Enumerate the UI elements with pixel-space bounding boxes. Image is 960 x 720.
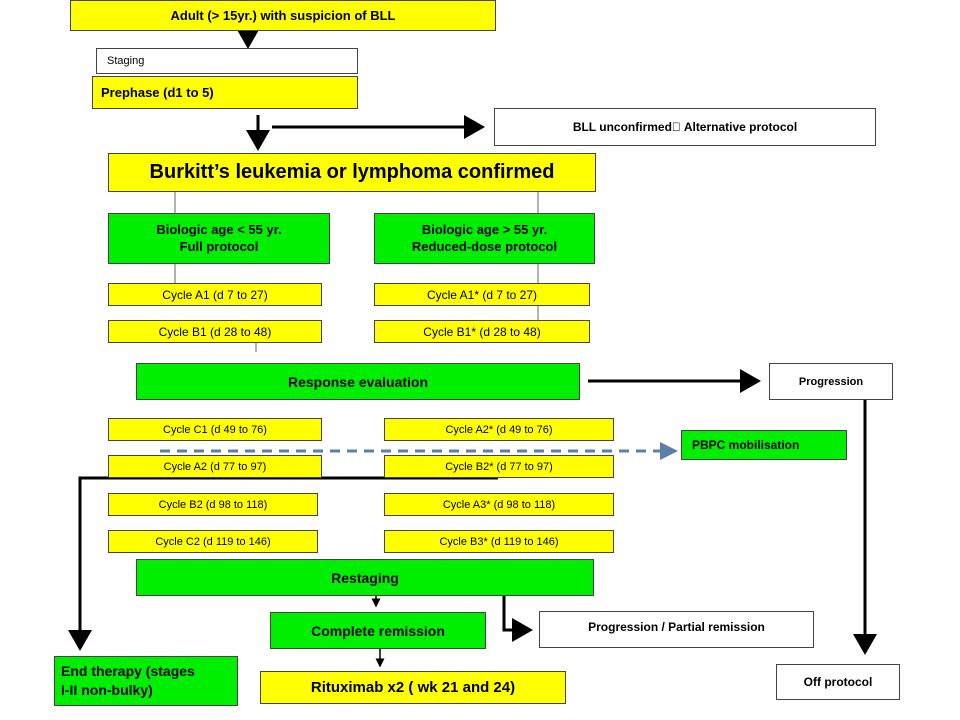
- rituximab-box: Rituximab x2 ( wk 21 and 24): [260, 671, 566, 704]
- partial-remission-box: Progression / Partial remission: [539, 611, 814, 648]
- response-evaluation-box: Response evaluation: [136, 363, 580, 400]
- cycle-b1-star-box: Cycle B1* (d 28 to 48): [374, 320, 590, 343]
- cycle-a2-box: Cycle A2 (d 77 to 97): [108, 455, 322, 478]
- progression-box: Progression: [769, 363, 893, 400]
- staging-box: Staging: [96, 48, 358, 74]
- cycle-b3-star-box: Cycle B3* (d 119 to 146): [384, 530, 614, 553]
- bll-unconfirmed-box: BLL unconfirmed  Alternative protocol: [494, 108, 876, 146]
- restaging-box: Restaging: [136, 559, 594, 596]
- age-under-55-box: Biologic age < 55 yr.Full protocol: [108, 213, 330, 264]
- cycle-a2-star-box: Cycle A2* (d 49 to 76): [384, 418, 614, 441]
- arrow-to-partial-remission: [502, 596, 533, 642]
- cycle-b2-box: Cycle B2 (d 98 to 118): [108, 493, 318, 516]
- off-protocol-box: Off protocol: [776, 664, 900, 700]
- cycle-b1-box: Cycle B1 (d 28 to 48): [108, 320, 322, 343]
- cycle-c1-box: Cycle C1 (d 49 to 76): [108, 418, 322, 441]
- cycle-b2-star-box: Cycle B2* (d 77 to 97): [384, 455, 614, 478]
- arrow-to-end-therapy: [68, 476, 498, 651]
- cycle-c2-box: Cycle C2 (d 119 to 146): [108, 530, 318, 553]
- pbpc-mobilisation-box: PBPC mobilisation: [681, 430, 847, 460]
- complete-remission-box: Complete remission: [270, 612, 486, 649]
- burkitt-confirmed-box: Burkitt’s leukemia or lymphoma confirmed: [108, 153, 596, 192]
- cycle-a1-box: Cycle A1 (d 7 to 27): [108, 283, 322, 306]
- cycle-a1-star-box: Cycle A1* (d 7 to 27): [374, 283, 590, 306]
- prephase-box: Prephase (d1 to 5): [92, 76, 358, 109]
- age-over-55-box: Biologic age > 55 yr.Reduced-dose protoc…: [374, 213, 595, 264]
- cycle-a3-star-box: Cycle A3* (d 98 to 118): [384, 493, 614, 516]
- adult-suspicion-box: Adult (> 15yr.) with suspicion of BLL: [70, 0, 496, 31]
